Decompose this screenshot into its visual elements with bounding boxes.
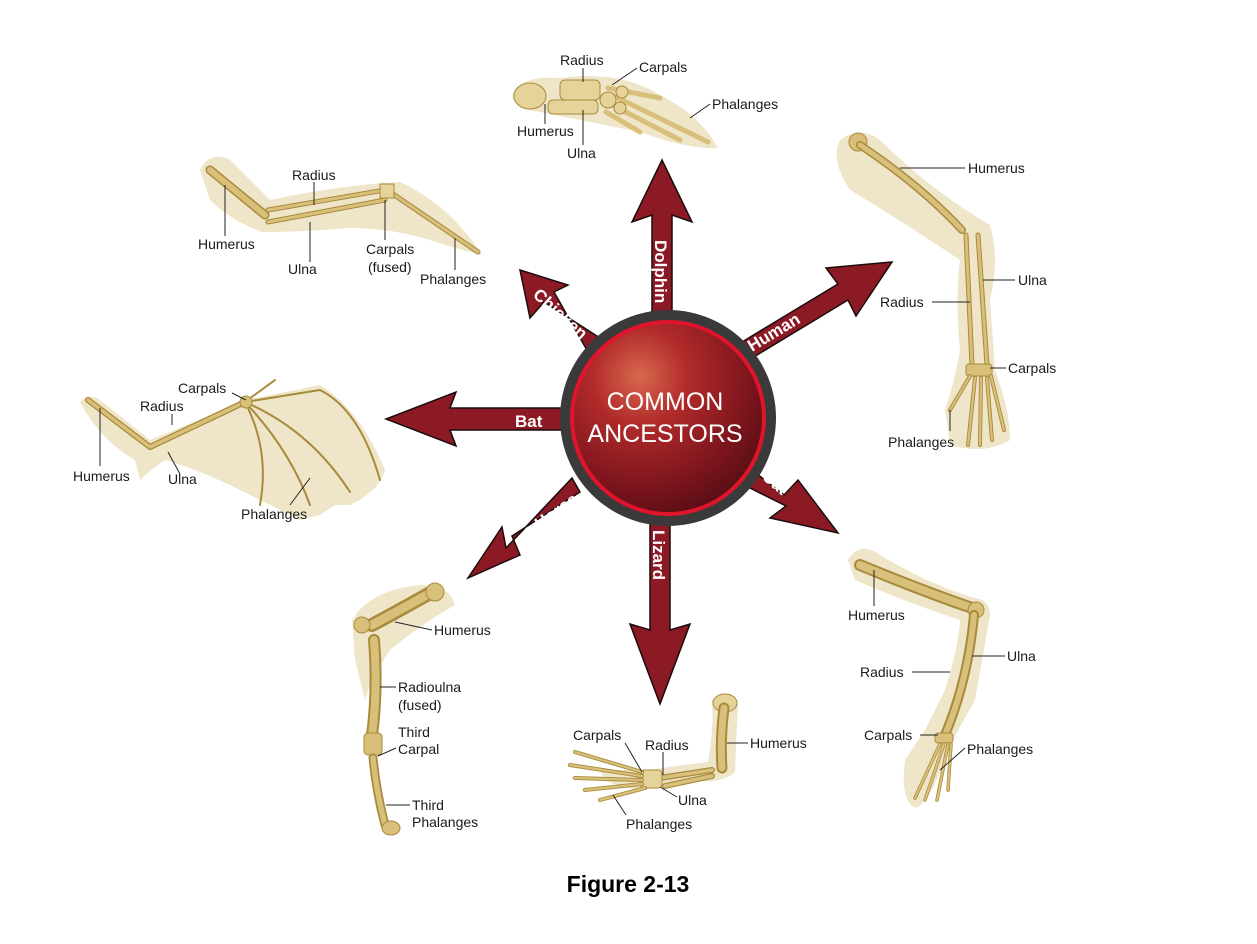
lizard-label-phalanges: Phalanges [626,816,692,832]
human-bones-illustration [848,132,1006,447]
lizard-label-ulna: Ulna [678,792,707,808]
chicken-label-radius: Radius [292,167,336,183]
chicken-label-fused: (fused) [368,259,412,275]
horse-limb: Humerus Radioulna (fused) Third Carpal T… [352,582,491,836]
bat-bones-illustration [85,379,381,506]
human-label-humerus: Humerus [968,160,1025,176]
horse-label-humerus: Humerus [434,622,491,638]
arrow-label-lizard: Lizard [649,530,668,580]
arrow-label-chicken: Chicken [529,285,591,343]
dolphin-label-radius: Radius [560,52,604,68]
chicken-limb: Radius Humerus Ulna Carpals (fused) Phal… [198,156,486,287]
dolphin-label-humerus: Humerus [517,123,574,139]
lizard-bones-illustration [568,693,738,802]
center-label-line1: COMMON [607,388,724,416]
horse-label-third-2: Third [412,797,444,813]
horse-label-fused: (fused) [398,697,442,713]
horse-bones-illustration [353,582,445,836]
bat-limb: Carpals Radius Humerus Ulna Phalanges [73,379,385,522]
bat-label-humerus: Humerus [73,468,130,484]
dolphin-label-phalanges: Phalanges [712,96,778,112]
dolphin-label-ulna: Ulna [567,145,596,161]
dolphin-label-carpals: Carpals [639,59,687,75]
human-label-radius: Radius [880,294,924,310]
chicken-label-phalanges: Phalanges [420,271,486,287]
cat-label-carpals: Carpals [864,727,912,743]
arrow-dolphin: Dolphin [630,158,694,321]
bat-label-phalanges: Phalanges [241,506,307,522]
lizard-limb: Humerus Carpals Radius Ulna Phalanges [568,693,807,832]
lizard-label-carpals: Carpals [573,727,621,743]
dolphin-limb: Radius Carpals Phalanges Humerus Ulna [512,52,778,161]
cat-label-radius: Radius [860,664,904,680]
cat-label-ulna: Ulna [1007,648,1036,664]
chicken-label-humerus: Humerus [198,236,255,252]
lizard-label-humerus: Humerus [750,735,807,751]
chicken-label-ulna: Ulna [288,261,317,277]
lizard-label-radius: Radius [645,737,689,753]
center-label-line2: ANCESTORS [587,420,742,448]
bat-label-carpals: Carpals [178,380,226,396]
human-limb: Humerus Ulna Radius Carpals Phalanges [836,132,1056,450]
human-label-phalanges: Phalanges [888,434,954,450]
bat-label-ulna: Ulna [168,471,197,487]
dolphin-bones-illustration [513,79,711,145]
cat-label-phalanges: Phalanges [967,741,1033,757]
human-label-ulna: Ulna [1018,272,1047,288]
horse-label-radioulna: Radioulna [398,679,461,695]
arrow-label-bat: Bat [515,412,543,431]
arrow-human: Human [740,261,894,360]
arrow-chicken: Chicken [519,268,602,354]
chicken-label-carpals: Carpals [366,241,414,257]
bat-label-radius: Radius [140,398,184,414]
arrow-horse: Horse [465,476,581,580]
cat-bones-illustration [854,559,985,802]
arrow-label-dolphin: Dolphin [651,240,670,303]
human-label-carpals: Carpals [1008,360,1056,376]
chicken-bones-illustration [205,165,481,255]
arrow-bat: Bat [383,390,566,448]
arrow-lizard: Lizard [628,517,692,707]
figure-caption: Figure 2-13 [567,871,690,897]
sphere [574,324,762,512]
horse-label-phalanges: Phalanges [412,814,478,830]
cat-label-humerus: Humerus [848,607,905,623]
horse-label-third-1: Third [398,724,430,740]
cat-limb: Humerus Ulna Radius Carpals Phalanges [848,548,1036,808]
common-ancestors-node: COMMON ANCESTORS [560,310,776,526]
horse-label-carpal: Carpal [398,741,439,757]
